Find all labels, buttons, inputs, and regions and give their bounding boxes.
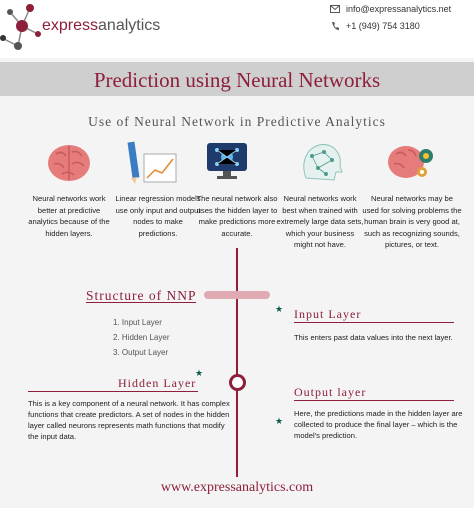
input-layer-title: Input Layer xyxy=(294,307,362,321)
network-head-icon xyxy=(303,144,343,181)
star-icon: ★ xyxy=(275,304,284,314)
page-title: Prediction using Neural Networks xyxy=(93,68,381,92)
column-text-4: Neural networks work best when trained w… xyxy=(276,194,364,249)
output-layer-text: Here, the predictions made in the hidden… xyxy=(294,409,463,440)
timeline-ring-icon xyxy=(229,374,246,391)
input-layer-text: This enters past data values into the ne… xyxy=(294,333,453,342)
column-text-2: Linear regression models use only input … xyxy=(115,194,201,238)
brain-icon xyxy=(48,145,90,181)
timeline-pill xyxy=(204,291,270,299)
hidden-layer-title: Hidden Layer xyxy=(118,376,197,390)
structure-item-2: 2. Hidden Layer xyxy=(113,333,170,342)
footer-url[interactable]: www.expressanalytics.com xyxy=(160,480,314,495)
phone-icon xyxy=(332,22,339,30)
column-text-3: The neural network also uses the hidden … xyxy=(196,194,278,238)
hidden-layer-underline xyxy=(28,391,198,392)
logo-text[interactable]: expressanalytics xyxy=(42,17,161,34)
output-layer-underline xyxy=(294,400,454,401)
email-icon xyxy=(330,5,340,13)
output-layer-title: Output layer xyxy=(294,385,367,399)
structure-underline xyxy=(86,302,196,303)
structure-item-1: 1. Input Layer xyxy=(113,318,162,327)
hidden-layer-text: This is a key component of a neural netw… xyxy=(28,399,230,441)
title-band xyxy=(0,62,474,96)
star-icon: ★ xyxy=(195,368,204,378)
network-monitor-icon xyxy=(207,143,247,179)
chart-pencil-icon xyxy=(127,141,177,184)
column-text-5: Neural networks may be used for solving … xyxy=(362,194,462,249)
timeline-line xyxy=(236,248,238,477)
brain-gears-icon xyxy=(388,146,433,178)
subtitle: Use of Neural Network in Predictive Anal… xyxy=(88,114,386,129)
contact-phone[interactable]: +1 (949) 754 3180 xyxy=(346,21,420,31)
column-text-1: Neural networks work better at predictiv… xyxy=(28,194,110,238)
structure-title: Structure of NNP xyxy=(86,288,197,303)
logo-molecule-icon xyxy=(0,4,41,50)
contact-email[interactable]: info@expressanalytics.net xyxy=(346,4,452,14)
structure-item-3: 3. Output Layer xyxy=(113,348,169,357)
star-icon: ★ xyxy=(275,416,284,426)
input-layer-underline xyxy=(294,322,454,323)
header xyxy=(0,0,474,58)
